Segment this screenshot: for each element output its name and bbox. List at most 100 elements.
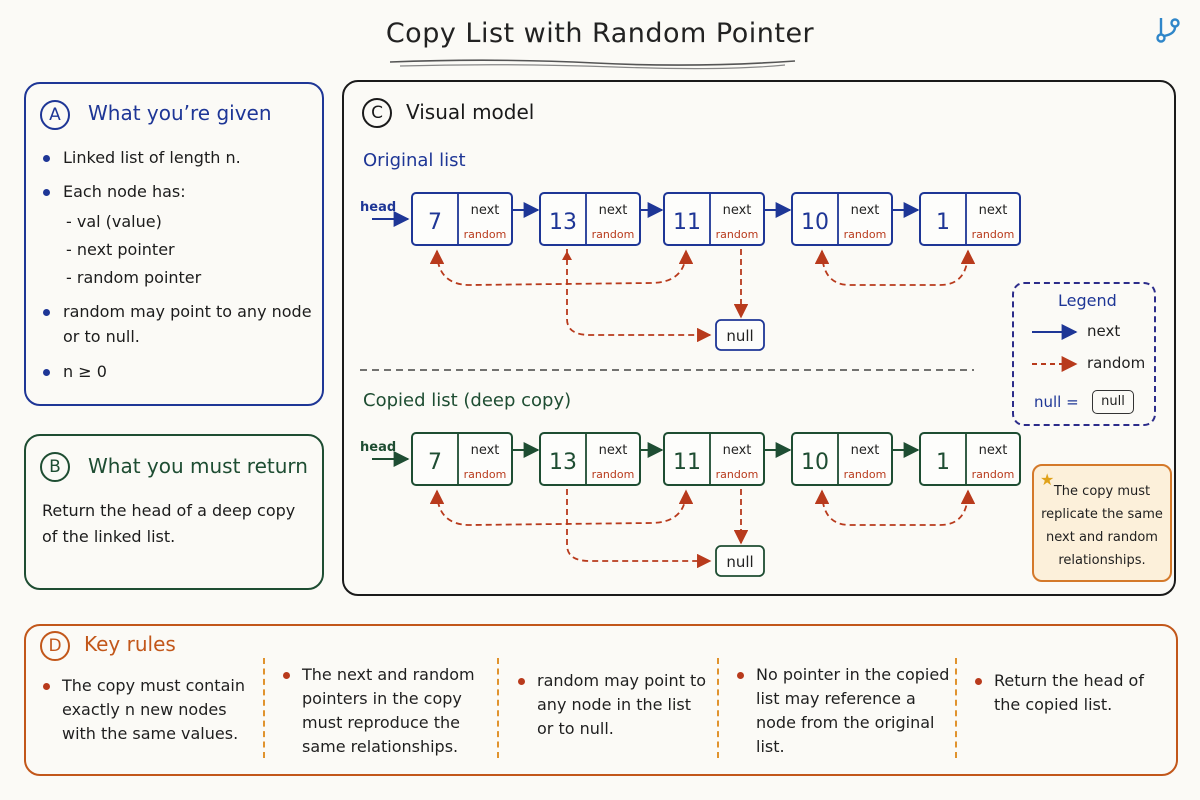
orig-node-1 — [539, 192, 641, 246]
orig-head-label: head — [360, 200, 396, 215]
given-item: - next pointer — [66, 240, 175, 259]
rule-line: The copy must contain — [62, 676, 245, 695]
bullet — [43, 189, 50, 196]
panel-c-title: Visual model — [406, 100, 535, 124]
given-item: - random pointer — [66, 268, 202, 287]
bullet — [737, 672, 744, 679]
legend-random: random — [1087, 354, 1146, 372]
rule-1: The copy must contain exactly n new node… — [62, 674, 245, 746]
rule-line: with the same values. — [62, 724, 239, 743]
copy-next-field: next — [979, 443, 1008, 458]
rule-line: any node in the list — [537, 695, 692, 714]
orig-random-field: random — [592, 228, 635, 241]
note-line: relationships. — [1058, 553, 1146, 568]
list-divider — [360, 369, 974, 371]
rule-line: list. — [756, 737, 785, 756]
rule-5: Return the head of the copied list. — [994, 669, 1144, 717]
orig-next-field: next — [723, 203, 752, 218]
given-item: n ≥ 0 — [63, 362, 107, 381]
rule-line: Return the head of — [994, 671, 1144, 690]
panel-d-title: Key rules — [84, 632, 176, 656]
panel-given — [24, 82, 324, 406]
given-item: Linked list of length n. — [63, 148, 241, 167]
legend-title: Legend — [1058, 291, 1117, 310]
copy-next-field: next — [851, 443, 880, 458]
star-icon: ★ — [1040, 470, 1055, 489]
orig-node-value: 1 — [936, 210, 950, 235]
copy-random-field: random — [844, 468, 887, 481]
copy-next-field: next — [599, 443, 628, 458]
copy-random-field: random — [972, 468, 1015, 481]
copy-node-value: 11 — [673, 450, 701, 475]
rule-3: random may point to any node in the list… — [537, 669, 706, 741]
bullet — [43, 309, 50, 316]
copy-head-label: head — [360, 440, 396, 455]
orig-next-field: next — [851, 203, 880, 218]
legend-arrows — [1032, 324, 1078, 372]
orig-next-field: next — [599, 203, 628, 218]
bullet — [975, 678, 982, 685]
copy-random-arrow — [566, 489, 712, 569]
orig-random-field: random — [716, 228, 759, 241]
copy-random-field: random — [592, 468, 635, 481]
orig-random-arrow — [566, 249, 712, 343]
rule-line: list may reference a — [756, 689, 916, 708]
given-item: or to null. — [63, 327, 140, 346]
legend-next: next — [1087, 322, 1121, 340]
orig-random-field: random — [972, 228, 1015, 241]
copy-null-label: null — [726, 553, 753, 571]
rule-line: node from the original — [756, 713, 935, 732]
page-title: Copy List with Random Pointer — [385, 18, 815, 49]
copy-node-value: 13 — [549, 450, 577, 475]
badge-b: B — [40, 452, 70, 482]
rule-line: No pointer in the copied — [756, 665, 950, 684]
orig-node-value: 11 — [673, 210, 701, 235]
rule-line: must reproduce the — [302, 713, 460, 732]
copy-node-3 — [791, 432, 893, 486]
copy-next-field: next — [723, 443, 752, 458]
badge-a: A — [40, 100, 70, 130]
rule-line: pointers in the copy — [302, 689, 462, 708]
copy-node-2 — [663, 432, 765, 486]
rule-4: No pointer in the copied list may refere… — [756, 663, 949, 759]
rule-line: the copied list. — [994, 695, 1113, 714]
copy-node-value: 1 — [936, 450, 950, 475]
rule-line: exactly n new nodes — [62, 700, 227, 719]
panel-b-title: What you must return — [88, 454, 308, 478]
orig-random-field: random — [464, 228, 507, 241]
bullet — [43, 369, 50, 376]
note-line: replicate the same — [1041, 507, 1163, 522]
rule-divider — [717, 658, 719, 758]
bullet — [43, 155, 50, 162]
orig-node-0 — [411, 192, 513, 246]
given-item: random may point to any node — [63, 302, 312, 321]
copy-node-value: 10 — [801, 450, 829, 475]
copy-node-1 — [539, 432, 641, 486]
copy-node-0 — [411, 432, 513, 486]
orig-next-field: next — [979, 203, 1008, 218]
copy-random-field: random — [464, 468, 507, 481]
return-text: Return the head of a deep copy — [42, 501, 296, 520]
rule-divider — [497, 658, 499, 758]
copy-random-field: random — [716, 468, 759, 481]
copy-node-4 — [919, 432, 1021, 486]
orig-node-4 — [919, 192, 1021, 246]
copy-next-field: next — [471, 443, 500, 458]
panel-a-title: What you’re given — [88, 101, 272, 125]
rule-line: or to null. — [537, 719, 614, 738]
copy-random-arrow — [814, 489, 976, 526]
orig-random-arrow — [429, 249, 694, 286]
rule-divider — [955, 658, 957, 758]
given-item: - val (value) — [66, 212, 162, 231]
return-text: of the linked list. — [42, 527, 176, 546]
given-item: Each node has: — [63, 182, 186, 201]
note-line: The copy must — [1053, 484, 1151, 499]
bullet — [43, 683, 50, 690]
orig-random-field: random — [844, 228, 887, 241]
legend-null-box: null — [1092, 390, 1134, 414]
orig-random-arrow — [814, 249, 976, 286]
branch-icon — [1156, 18, 1180, 43]
copy-random-arrow — [429, 489, 694, 526]
bullet — [518, 678, 525, 685]
